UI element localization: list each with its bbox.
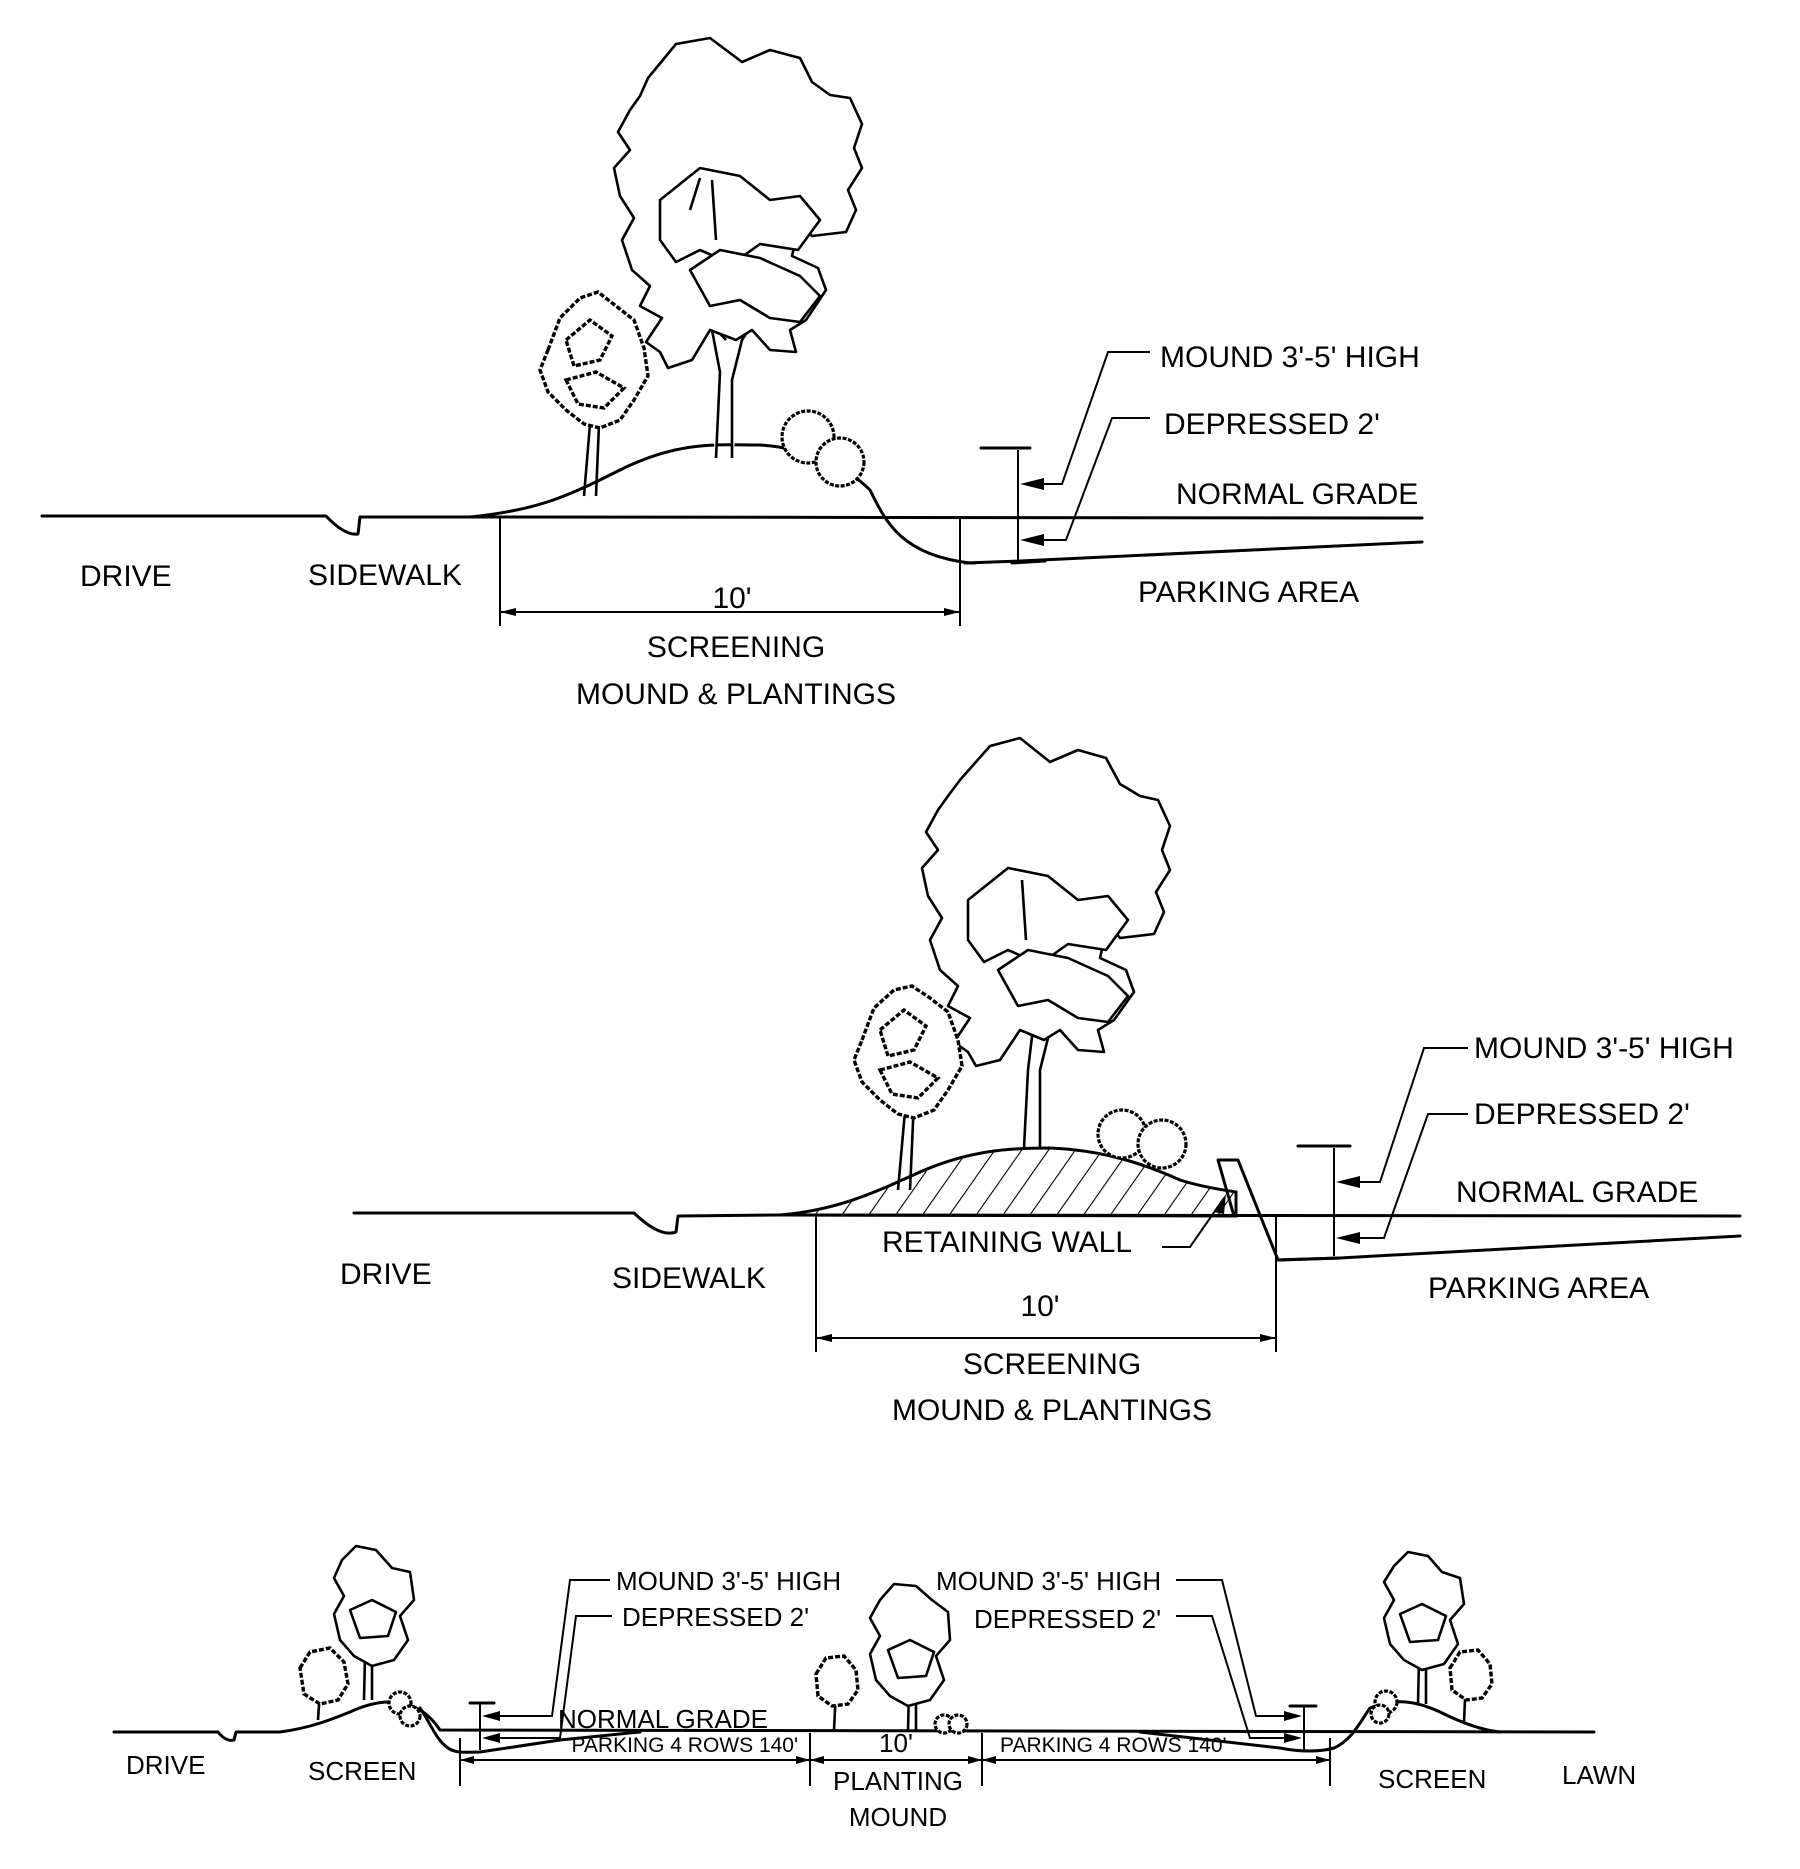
- large-deciduous-tree: [920, 736, 1172, 1149]
- leader-mound-arrow: [1020, 478, 1044, 490]
- leader-depressed-arrow: [1020, 534, 1044, 546]
- label-sidewalk: SIDEWALK: [308, 559, 462, 592]
- ground-line-left: [40, 514, 472, 536]
- small-evergreen-tree: [852, 984, 964, 1191]
- label-dimension-center: 10': [879, 1728, 913, 1758]
- label-parking-left: PARKING 4 ROWS 140': [571, 1734, 798, 1757]
- leader-retaining-wall-arrow: [1214, 1194, 1226, 1214]
- label-parking-area: PARKING AREA: [1428, 1272, 1649, 1305]
- label-depressed-left: DEPRESSED 2': [622, 1602, 809, 1632]
- section-2: DRIVE SIDEWALK RETAINING WALL 10' SCREEN…: [340, 736, 1742, 1427]
- leader-depressed: [1356, 1113, 1468, 1239]
- left-parking-grade: [418, 1706, 642, 1754]
- right-parking-grade: [1138, 1700, 1502, 1753]
- label-planting: PLANTING: [833, 1766, 963, 1796]
- caption-line-1: SCREENING: [963, 1348, 1141, 1381]
- label-depressed-right: DEPRESSED 2': [974, 1604, 1161, 1634]
- leader-depressed-arrow: [1336, 1232, 1360, 1244]
- leader-mound-left-arrow: [482, 1711, 500, 1721]
- label-depressed: DEPRESSED 2': [1474, 1098, 1690, 1131]
- label-normal-grade: NORMAL GRADE: [1176, 478, 1418, 511]
- caption-line-2: MOUND & PLANTINGS: [892, 1394, 1212, 1427]
- leader-depressed-right-arrow: [1284, 1733, 1302, 1743]
- label-mound: MOUND: [849, 1802, 947, 1832]
- dimension-label: 10': [1020, 1290, 1059, 1323]
- label-mound-height: MOUND 3'-5' HIGH: [1160, 341, 1420, 374]
- dim-arrow-6: [1316, 1756, 1330, 1764]
- center-planting-trees: [814, 1582, 969, 1735]
- shrub-cluster: [1096, 1108, 1188, 1170]
- dim-arrow-2: [796, 1756, 810, 1764]
- label-drive: DRIVE: [80, 560, 172, 593]
- left-screen-trees: [298, 1544, 422, 1728]
- label-normal-grade: NORMAL GRADE: [558, 1704, 768, 1734]
- retaining-wall: [1216, 1158, 1280, 1262]
- leader-depressed-left: [500, 1615, 612, 1739]
- leader-mound-arrow: [1336, 1176, 1360, 1188]
- label-normal-grade: NORMAL GRADE: [1456, 1176, 1698, 1209]
- label-retaining-wall: RETAINING WALL: [882, 1226, 1132, 1259]
- dim-arrow-3: [810, 1756, 824, 1764]
- leader-depressed-right: [1176, 1615, 1288, 1739]
- dimension-label: 10': [712, 582, 751, 615]
- dimension-arrow-right: [944, 608, 960, 616]
- label-screen-left: SCREEN: [308, 1756, 416, 1786]
- label-mound-height-right: MOUND 3'-5' HIGH: [936, 1566, 1161, 1596]
- label-drive: DRIVE: [340, 1258, 432, 1291]
- leader-mound: [1038, 351, 1150, 485]
- right-screen-trees: [1369, 1550, 1494, 1725]
- large-deciduous-tree: [612, 36, 864, 459]
- leader-mound-right-arrow: [1284, 1711, 1302, 1721]
- screening-mound: [468, 443, 977, 565]
- label-mound-height: MOUND 3'-5' HIGH: [1474, 1032, 1734, 1065]
- label-screen-right: SCREEN: [1378, 1764, 1486, 1794]
- dimension-arrow-left: [816, 1334, 832, 1342]
- dimension-arrow-right: [1260, 1334, 1276, 1342]
- leader-mound-right: [1176, 1579, 1288, 1717]
- section-1: DRIVE SIDEWALK 10' SCREENING MOUND & PLA…: [40, 36, 1424, 711]
- label-depressed: DEPRESSED 2': [1164, 408, 1380, 441]
- parking-grade-line: [963, 540, 1424, 565]
- leader-mound: [1356, 1047, 1468, 1183]
- caption-line-2: MOUND & PLANTINGS: [576, 678, 896, 711]
- dim-arrow-4: [968, 1756, 982, 1764]
- label-parking-area: PARKING AREA: [1138, 576, 1359, 609]
- height-cap-bottom: [1276, 1256, 1342, 1262]
- screening-mound-hatched: [779, 1146, 1238, 1218]
- leader-depressed: [1038, 417, 1150, 541]
- height-cap-bottom: [1010, 559, 1047, 565]
- dim-arrow-1: [460, 1756, 474, 1764]
- ground-line: [112, 1700, 1596, 1742]
- shrub-cluster: [780, 409, 866, 488]
- label-drive: DRIVE: [126, 1750, 205, 1780]
- ground-line-left: [352, 1211, 782, 1235]
- label-sidewalk: SIDEWALK: [612, 1262, 766, 1295]
- normal-grade-line: [468, 515, 1424, 520]
- label-parking-right: PARKING 4 ROWS 140': [1000, 1734, 1227, 1757]
- section-3: DRIVE SCREEN MOUND 3'-5' HIGH DEPRESSED …: [112, 1544, 1636, 1832]
- dim-arrow-5: [982, 1756, 996, 1764]
- label-lawn: LAWN: [1562, 1760, 1636, 1790]
- leader-depressed-left-arrow: [482, 1733, 500, 1743]
- label-mound-height-left: MOUND 3'-5' HIGH: [616, 1566, 841, 1596]
- caption-line-1: SCREENING: [647, 631, 825, 664]
- leader-mound-left: [500, 1579, 610, 1717]
- dimension-arrow-left: [500, 608, 516, 616]
- leader-retaining-wall: [1162, 1197, 1225, 1248]
- small-evergreen-tree: [538, 290, 650, 497]
